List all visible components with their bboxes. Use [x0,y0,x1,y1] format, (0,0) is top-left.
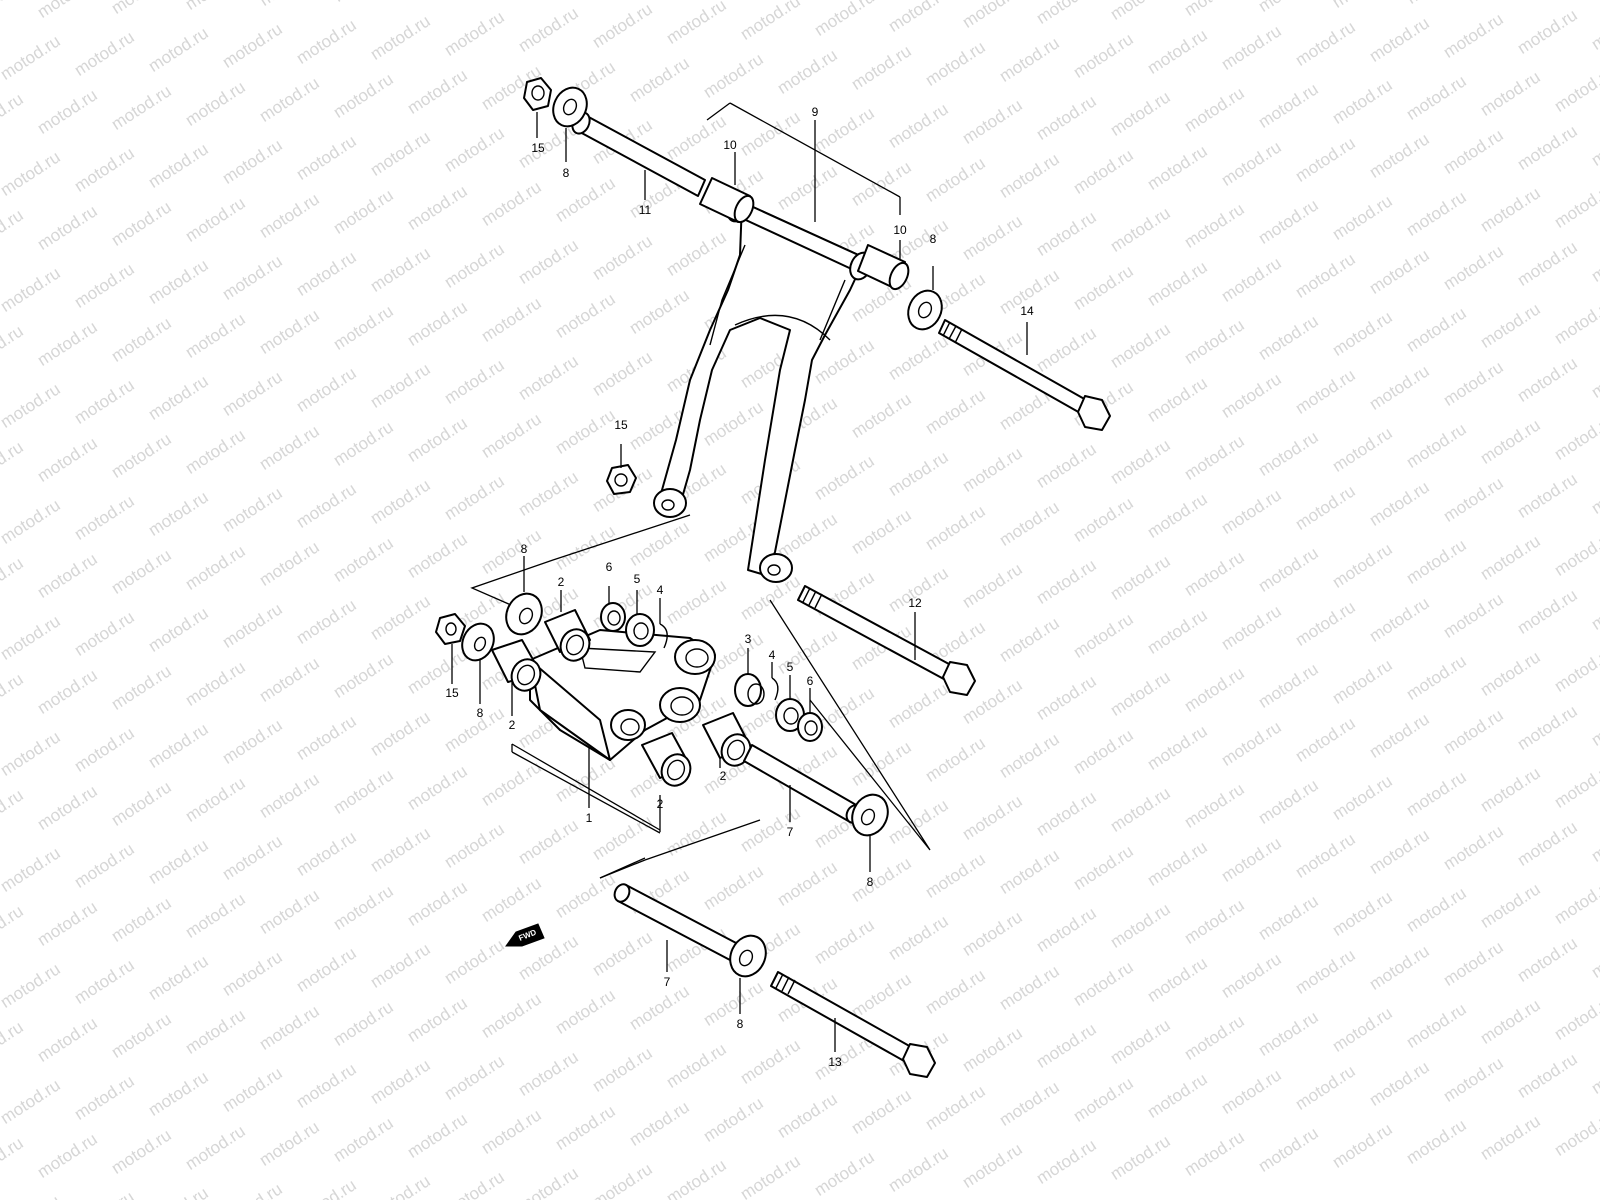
fwd-arrow-icon: FWD [505,923,545,947]
callout-3: 3 [745,632,752,646]
callout-6: 6 [606,560,613,574]
bearing-10-right [857,244,910,291]
callout-8: 8 [737,1017,744,1031]
callout-7: 7 [787,825,794,839]
callout-13: 13 [828,1055,842,1069]
callout-11: 11 [639,203,652,217]
callout-2: 2 [558,575,565,589]
callout-2: 2 [720,769,727,783]
callout-6: 6 [807,674,814,688]
callout-10: 10 [893,223,907,237]
group-bracket-9 [706,102,901,262]
washer-8-top-right [907,289,943,331]
bolt-14 [938,319,1111,431]
callout-9: 9 [812,105,819,119]
ring-4-lower [771,677,779,701]
callout-8: 8 [563,166,570,180]
washer-8-top-left [552,86,588,128]
callout-7: 7 [664,975,671,989]
bearing-2-upper [544,609,591,662]
callout-1: 1 [586,811,593,825]
bearing-2-right [702,712,752,767]
callout-5: 5 [787,660,794,674]
callout-4: 4 [769,648,776,662]
callout-2: 2 [657,797,664,811]
callout-leaders [451,112,1028,1052]
nut-15-middle [606,464,637,495]
nut-15-top [523,77,552,111]
washer-8-lever-upper [505,592,543,636]
callout-4: 4 [657,583,664,597]
bolt-13 [770,971,936,1078]
cushion-lever-1 [529,629,716,761]
callout-15: 15 [445,686,459,700]
upper-link-arm [653,193,873,583]
group-bracket-1 [511,740,661,834]
callout-12: 12 [908,596,922,610]
washer-8-lever-left [461,622,495,662]
washer-8-right [851,793,889,837]
bushing-3 [734,673,765,707]
spacer-7-right [743,744,863,824]
callout-8: 8 [521,542,528,556]
washer-8-bottom [729,934,767,978]
spacer-7-bottom [613,883,739,961]
callout-8: 8 [477,706,484,720]
callout-labels: 15 8 11 10 9 10 8 14 15 8 2 6 5 4 12 3 4… [445,105,1034,1069]
callout-5: 5 [634,572,641,586]
bolt-12 [797,585,976,696]
upper-shaft-11 [571,111,706,197]
callout-10: 10 [723,138,737,152]
callout-8: 8 [867,875,874,889]
seal-5-upper [625,613,655,647]
bearing-2-bottom [641,732,692,787]
ring-4-upper [659,623,668,649]
callout-14: 14 [1020,304,1034,318]
phantom-lines [470,514,931,879]
seal-6-lower [797,712,823,742]
callout-15: 15 [531,141,545,155]
seal-6-upper [600,602,626,632]
callout-2: 2 [509,718,516,732]
callout-8: 8 [930,232,937,246]
nut-15-lower [435,613,466,645]
callout-15: 15 [614,418,628,432]
bearing-10-left [699,177,755,224]
bearing-2-left [491,639,542,692]
